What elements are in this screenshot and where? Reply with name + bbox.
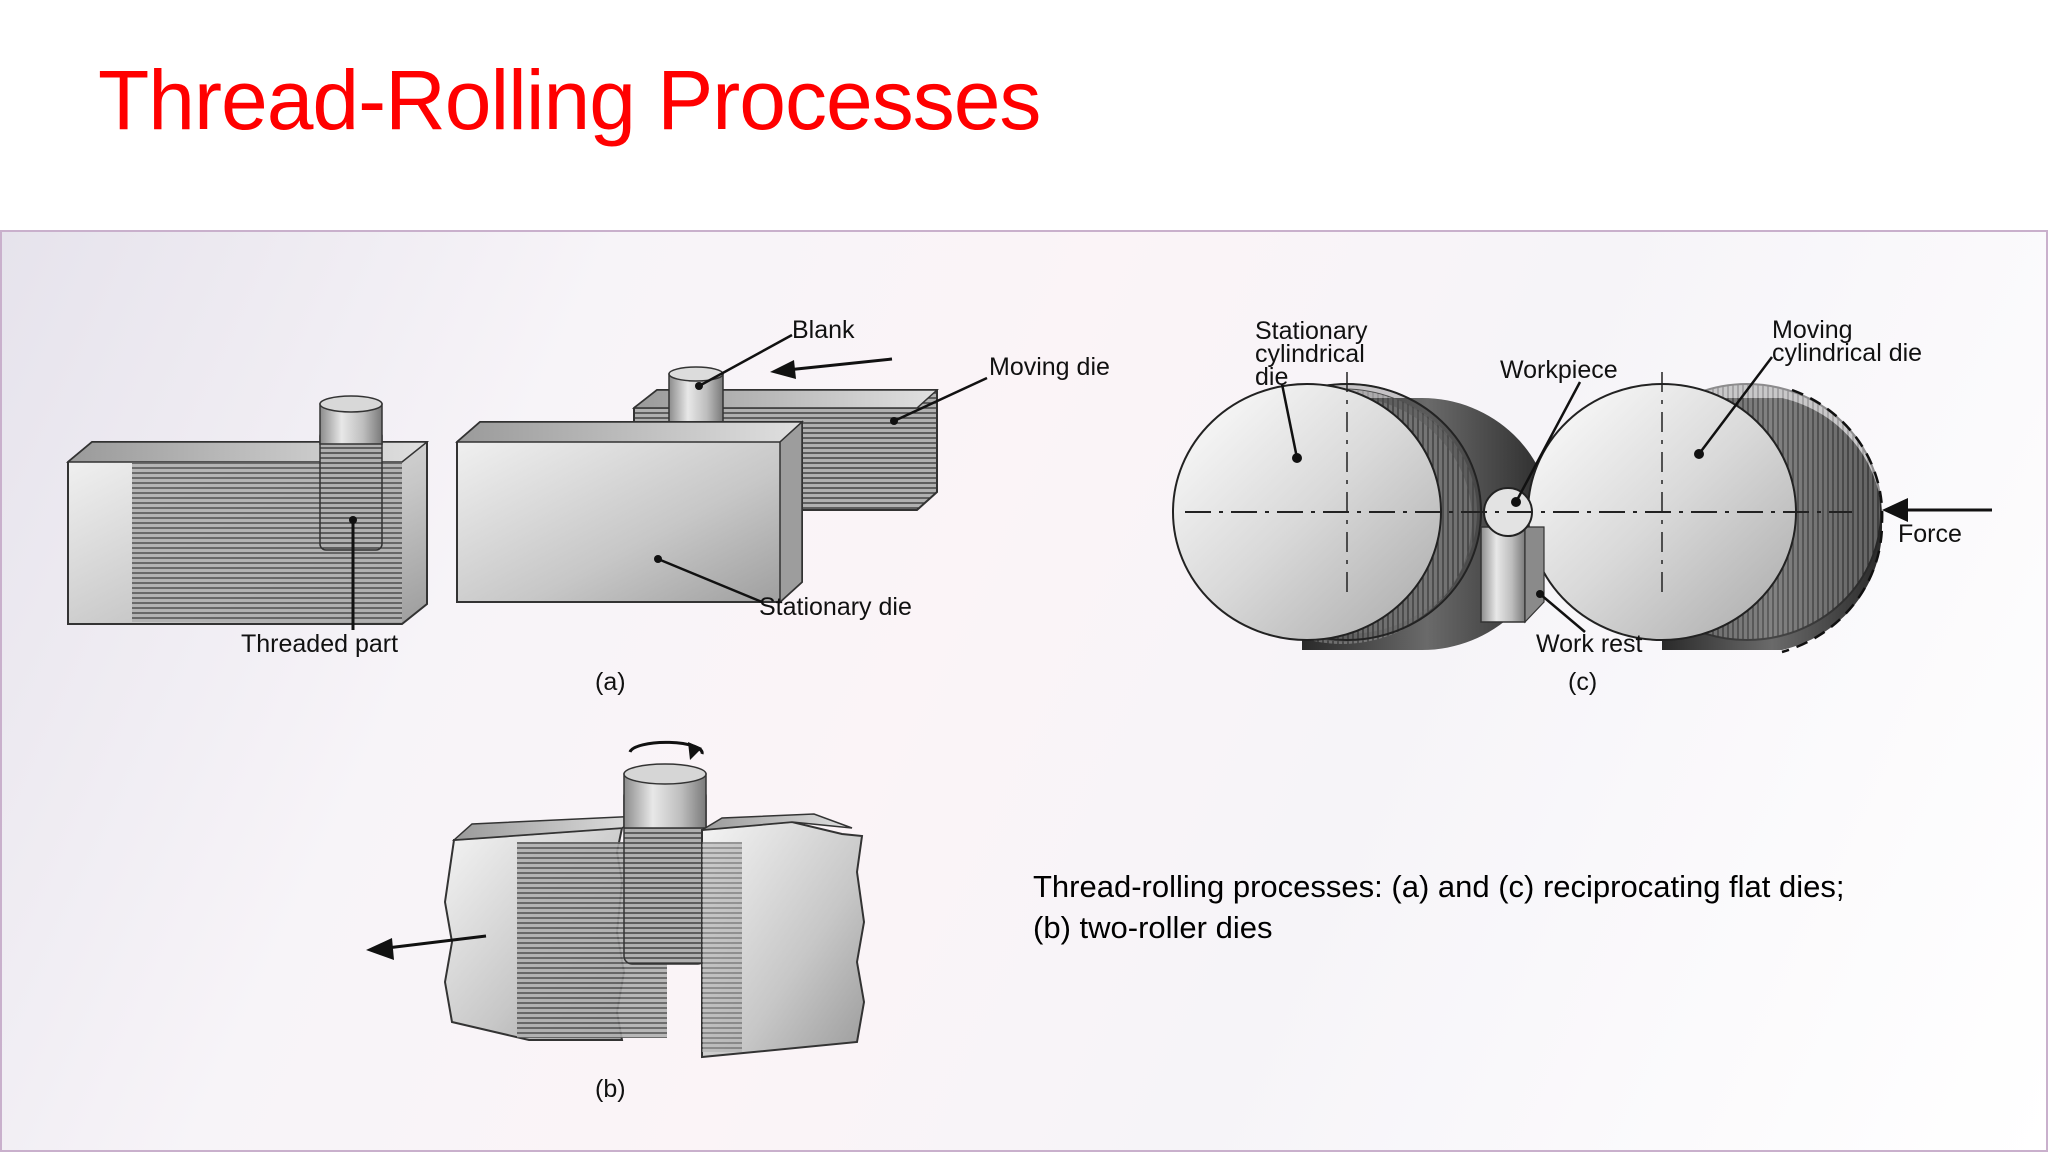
figure-caption: Thread-rolling processes: (a) and (c) re…	[1033, 866, 2013, 948]
blank-leader	[698, 333, 793, 388]
label-stationary-line1: Stationary	[1255, 317, 1368, 345]
label-workpiece: Workpiece	[1500, 356, 1618, 384]
work-rest	[1480, 526, 1545, 624]
caption-line-2: (b) two-roller dies	[1033, 910, 1273, 945]
figure-b-dies: (b)	[366, 740, 866, 1103]
moving-cylindrical-die	[1527, 383, 1884, 654]
label-force: Force	[1898, 520, 1962, 548]
figure-a-flat-dies: Blank Moving die Stationary die Threaded…	[65, 316, 1110, 696]
thread-rolling-figure: Blank Moving die Stationary die Threaded…	[65, 316, 1992, 1103]
caption-b: (b)	[595, 1075, 626, 1103]
blank-workpiece	[668, 366, 724, 423]
label-work-rest: Work rest	[1536, 630, 1643, 658]
moving-die-leader	[893, 376, 988, 423]
label-moving-line2: cylindrical die	[1772, 339, 1922, 367]
label-moving-line1: Moving	[1772, 316, 1853, 344]
direction-arrow-b	[366, 934, 487, 960]
stationary-die	[454, 420, 804, 604]
left-die-b	[443, 815, 667, 1041]
caption-line-1: Thread-rolling processes: (a) and (c) re…	[1033, 869, 1845, 904]
direction-arrow-a	[770, 357, 893, 379]
threaded-part-die	[65, 395, 430, 630]
workpiece-b	[623, 740, 707, 965]
label-blank: Blank	[792, 316, 855, 344]
label-threaded-part: Threaded part	[241, 630, 398, 658]
force-arrow	[1882, 498, 1992, 522]
figure-c-cylindrical-dies: Stationary cylindrical die Workpiece Mov…	[1172, 316, 1992, 696]
figure-panel: Blank Moving die Stationary die Threaded…	[0, 230, 2048, 1152]
stationary-die-leader	[657, 557, 763, 604]
label-stationary-die: Stationary die	[759, 593, 912, 621]
label-stationary-line3: die	[1255, 363, 1288, 391]
label-moving-die: Moving die	[989, 353, 1110, 381]
slide-title: Thread-Rolling Processes	[98, 53, 1041, 147]
caption-c: (c)	[1568, 668, 1597, 696]
label-stationary-line2: cylindrical	[1255, 340, 1365, 368]
caption-a: (a)	[595, 668, 626, 696]
right-die-b	[701, 813, 866, 1059]
